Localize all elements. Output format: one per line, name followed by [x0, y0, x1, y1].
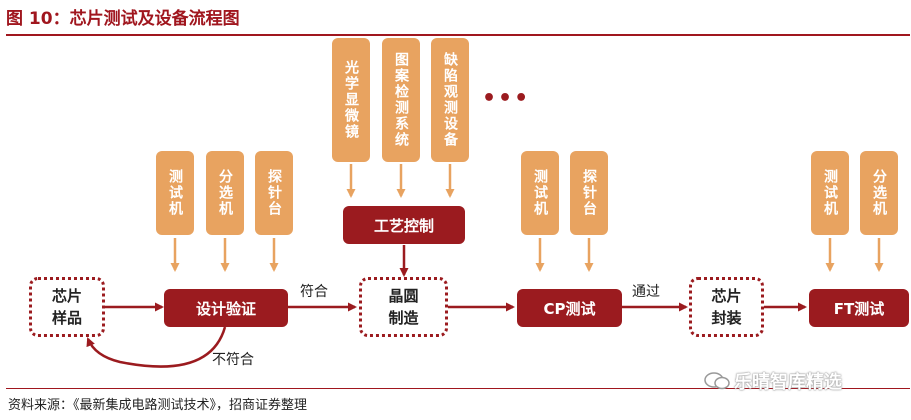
tool-tester: 测试机 [156, 151, 194, 235]
node-ft-test: FT测试 [809, 289, 909, 327]
figure-title: 图 10：芯片测试及设备流程图 [6, 9, 240, 29]
node-chip-package-label: 芯片封装 [711, 287, 742, 327]
tool-defect-review: 缺陷观测设备 [431, 38, 469, 162]
node-chip-package: 芯片封装 [689, 277, 764, 337]
footer-divider [6, 388, 910, 389]
node-chip-sample-label: 芯片样品 [51, 287, 82, 327]
edge-label-through: 通过 [632, 284, 660, 300]
node-chip-sample: 芯片样品 [29, 277, 105, 337]
tool-optical-microscope: 光学显微镜 [332, 38, 370, 162]
tool-cp-prober: 探针台 [570, 151, 608, 235]
node-cp-test: CP测试 [517, 289, 622, 327]
tool-pattern-inspection: 图案检测系统 [382, 38, 420, 162]
wechat-icon [704, 372, 730, 390]
arrow-fail-back-to-sample [86, 326, 227, 368]
source-note: 资料来源：《最新集成电路测试技术》，招商证券整理 [8, 398, 308, 413]
node-wafer-fab: 晶圆制造 [359, 277, 448, 337]
watermark-text: 乐晴智库精选 [734, 372, 842, 393]
node-wafer-fab-label: 晶圆制造 [388, 287, 419, 327]
edge-label-pass: 符合 [300, 284, 328, 300]
title-divider [6, 34, 910, 36]
more-tools-ellipsis: ••• [482, 86, 531, 111]
tool-ft-handler: 分选机 [860, 151, 898, 235]
tool-handler: 分选机 [206, 151, 244, 235]
node-design-verification: 设计验证 [164, 289, 288, 327]
edge-label-fail: 不符合 [212, 352, 254, 368]
node-process-control: 工艺控制 [343, 206, 465, 244]
tool-prober: 探针台 [255, 151, 293, 235]
tool-cp-tester: 测试机 [521, 151, 559, 235]
tool-ft-tester: 测试机 [811, 151, 849, 235]
